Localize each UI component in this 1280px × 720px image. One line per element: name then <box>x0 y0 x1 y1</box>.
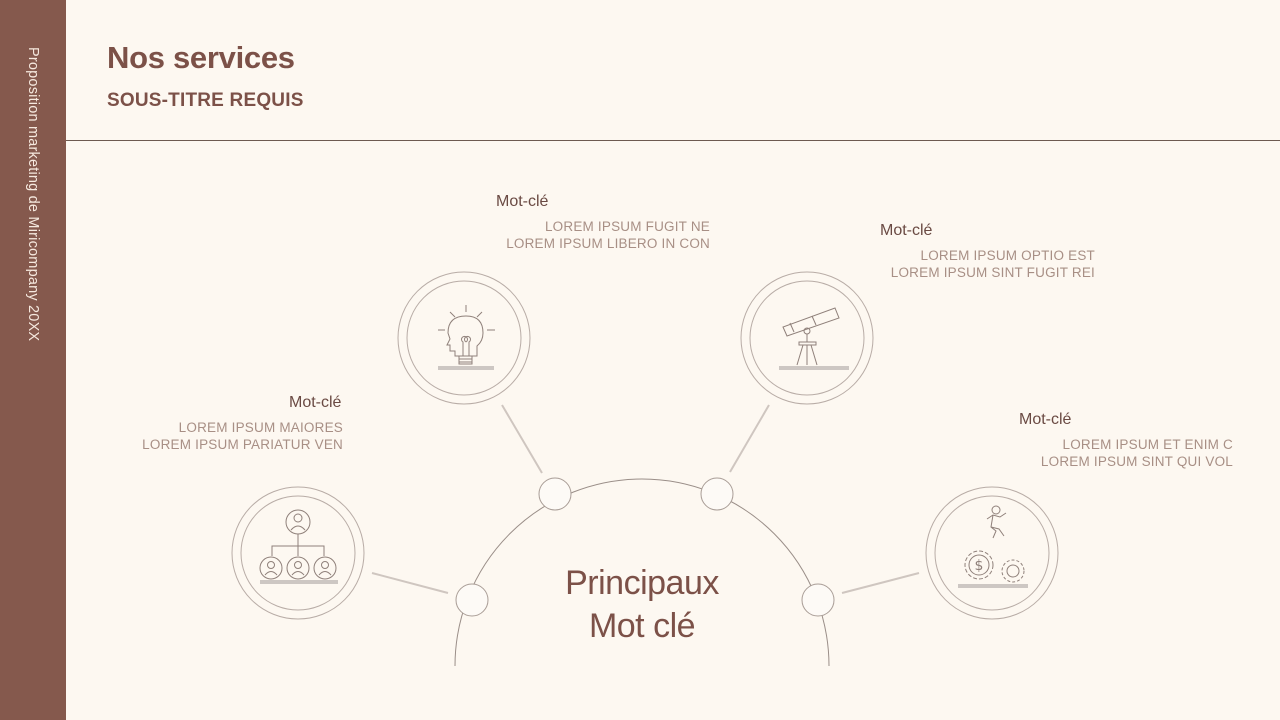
node-top-right-description: LOREM IPSUM OPTIO EST LOREM IPSUM SINT F… <box>891 247 1095 281</box>
node-top-right-keyword: Mot-clé <box>880 222 933 239</box>
node-right-line2: LOREM IPSUM SINT QUI VOL <box>1040 454 1233 469</box>
node-left-description: LOREM IPSUM MAIORES LOREM IPSUM PARIATUR… <box>142 419 343 453</box>
sidebar: Proposition marketing de Miricompany 20X… <box>0 0 66 720</box>
connector-lines <box>371 404 920 594</box>
node-top-left-description: LOREM IPSUM FUGIT NE LOREM IPSUM LIBERO … <box>506 218 710 252</box>
person-gears-dollar-icon: $ <box>925 486 1059 620</box>
head-lightbulb-icon <box>397 271 531 405</box>
page-subtitle: SOUS-TITRE REQUIS <box>107 90 304 111</box>
node-top-left-line1: LOREM IPSUM FUGIT NE <box>544 219 710 234</box>
center-keyword: Principaux Mot clé <box>522 562 762 648</box>
node-right-keyword: Mot-clé <box>1019 411 1072 428</box>
center-line2: Mot clé <box>588 607 696 645</box>
node-right-line1: LOREM IPSUM ET ENIM C <box>1062 437 1233 452</box>
node-left-line2: LOREM IPSUM PARIATUR VEN <box>142 437 343 452</box>
center-line1: Principaux <box>565 564 719 602</box>
header-divider <box>66 140 1280 141</box>
org-chart-icon <box>231 486 365 620</box>
arc-nodes <box>455 477 835 617</box>
page-title: Nos services <box>107 40 295 75</box>
svg-text:$: $ <box>975 558 984 574</box>
node-left-line1: LOREM IPSUM MAIORES <box>178 420 343 435</box>
node-top-left-keyword: Mot-clé <box>496 193 549 210</box>
telescope-icon <box>740 271 874 405</box>
central-arc <box>454 478 830 667</box>
node-top-right-line1: LOREM IPSUM OPTIO EST <box>920 248 1095 263</box>
node-right-description: LOREM IPSUM ET ENIM C LOREM IPSUM SINT Q… <box>1041 436 1233 470</box>
node-left-keyword: Mot-clé <box>289 394 342 411</box>
node-top-left-line2: LOREM IPSUM LIBERO IN CON <box>506 236 710 251</box>
node-top-right-line2: LOREM IPSUM SINT FUGIT REI <box>890 265 1095 280</box>
